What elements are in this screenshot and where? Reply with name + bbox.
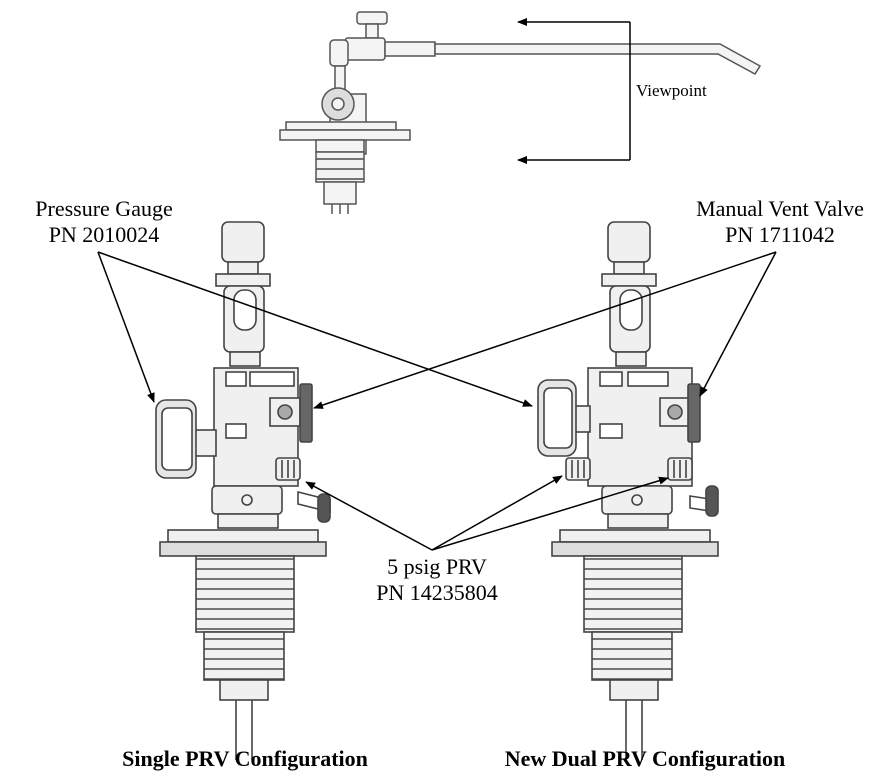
- manual-vent-valve-label: Manual Vent Valve PN 1711042: [680, 196, 880, 248]
- pressure-gauge-label: Pressure Gauge PN 2010024: [14, 196, 194, 248]
- prv-pn: PN 14235804: [376, 580, 498, 605]
- overview-drawing: [279, 11, 762, 214]
- single-prv-assembly: [155, 221, 331, 760]
- viewpoint-label: Viewpoint: [636, 81, 707, 100]
- viewpoint-bracket: [517, 18, 631, 164]
- pressure-gauge-name: Pressure Gauge: [35, 196, 173, 221]
- caption-single-prv: Single PRV Configuration: [122, 746, 368, 771]
- prv-name: 5 psig PRV: [387, 554, 487, 579]
- callout-arrows: [97, 251, 777, 551]
- caption-dual-prv: New Dual PRV Configuration: [504, 746, 786, 771]
- dual-prv-assembly: [537, 221, 719, 760]
- manual-vent-valve-name: Manual Vent Valve: [696, 196, 864, 221]
- manual-vent-valve-pn: PN 1711042: [725, 222, 835, 247]
- pressure-gauge-pn: PN 2010024: [48, 222, 160, 247]
- prv-label: 5 psig PRV PN 14235804: [352, 554, 522, 606]
